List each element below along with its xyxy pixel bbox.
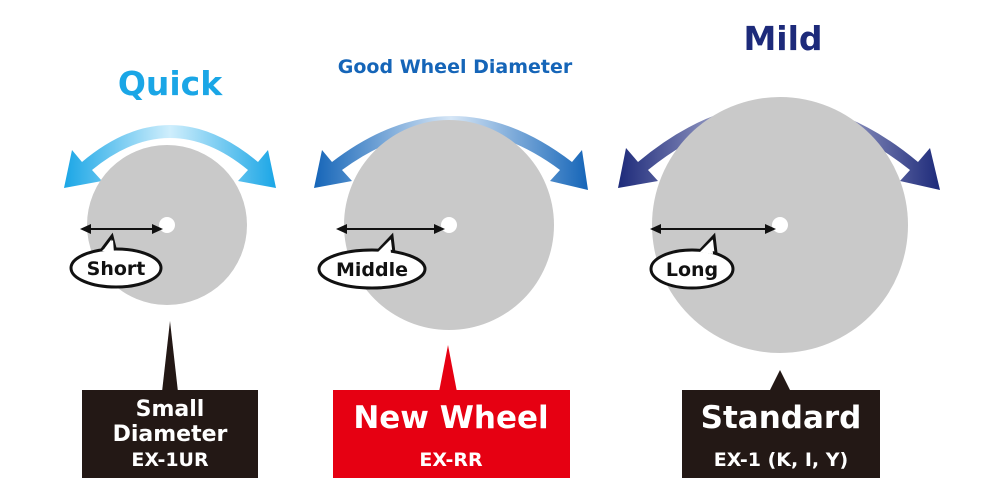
speed-label-quick: Quick xyxy=(118,64,223,103)
box-line-small-1: Small xyxy=(136,397,205,422)
length-label-short: Short xyxy=(87,258,146,280)
pointer-new xyxy=(439,345,457,392)
box-line-small-2: Diameter xyxy=(113,422,228,447)
radius-arrow-middle xyxy=(336,224,445,234)
box-model-new: EX-RR xyxy=(419,449,483,471)
rotation-arrow-good xyxy=(314,116,588,190)
box-model-standard: EX-1 (K, I, Y) xyxy=(714,449,848,471)
rotation-arrow-quick xyxy=(64,125,276,188)
wheel-hub xyxy=(772,217,788,233)
label-box-standard xyxy=(682,390,880,478)
wheel-hub xyxy=(441,217,457,233)
length-bubble-short: Short xyxy=(69,232,163,289)
box-line-new-1: New Wheel xyxy=(353,400,548,436)
label-box-small xyxy=(82,390,258,478)
length-label-long: Long xyxy=(666,259,718,281)
wheel-group-large: Mild Long Standard EX-1 (K, I, Y) xyxy=(618,19,940,478)
box-line-standard-1: Standard xyxy=(701,400,862,436)
speed-label-mild: Mild xyxy=(743,19,822,58)
length-label-middle: Middle xyxy=(336,259,408,281)
pointer-standard xyxy=(769,370,791,392)
radius-arrow-short xyxy=(80,224,163,234)
wheel-hub xyxy=(159,217,175,233)
label-box-new xyxy=(333,390,570,478)
radius-arrow-long xyxy=(650,224,776,234)
length-bubble-middle: Middle xyxy=(317,232,427,290)
length-bubble-long: Long xyxy=(649,232,735,290)
box-model-small: EX-1UR xyxy=(131,449,209,471)
wheel-group-middle: Good Wheel Diameter Middle New Wheel EX-… xyxy=(314,56,588,478)
wheel-group-small: Quick Short Small Diameter EX-1UR xyxy=(64,64,276,478)
speed-label-good: Good Wheel Diameter xyxy=(338,56,573,78)
pointer-small xyxy=(162,321,178,392)
